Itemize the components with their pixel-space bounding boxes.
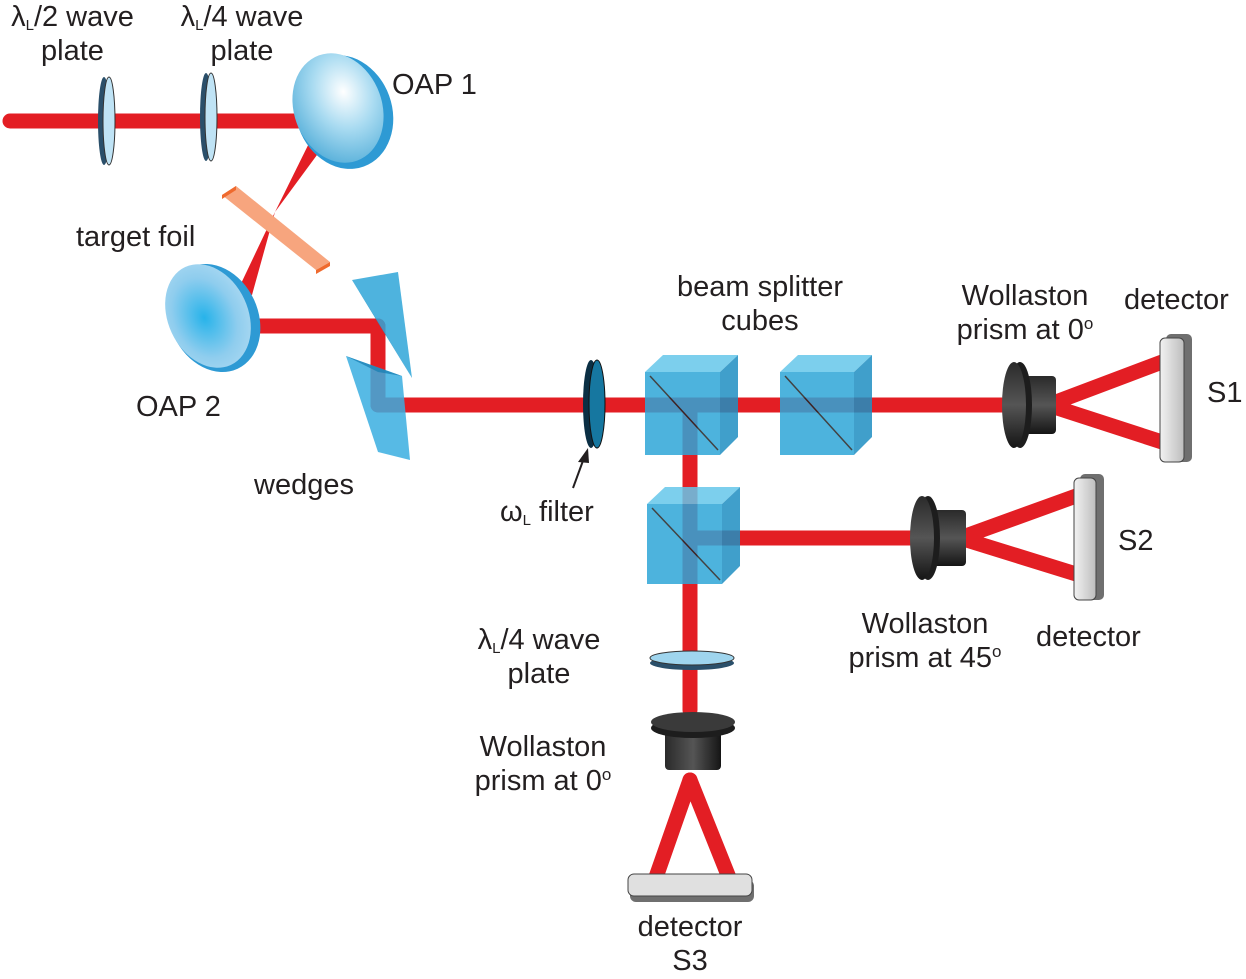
- beam-s2-upper: [952, 488, 1084, 546]
- beam-s1-lower: [1040, 397, 1170, 450]
- qwp-bot-sub: L: [492, 640, 501, 657]
- label-detector-s2: detector: [1036, 621, 1141, 653]
- oap1-mirror: [292, 53, 394, 169]
- wedges: [346, 272, 412, 460]
- d3-name: S3: [672, 945, 708, 977]
- bs-line2: cubes: [721, 305, 799, 337]
- w3-sup: o: [601, 765, 612, 784]
- label-detector-s3: detector S3: [620, 910, 760, 978]
- wollaston-prism-s3: [651, 712, 735, 770]
- beam-s3-right: [682, 772, 738, 888]
- label-detector-s1: detector: [1124, 284, 1229, 316]
- label-oap2: OAP 2: [136, 391, 221, 423]
- hwp-rest: /2 wave: [33, 1, 134, 33]
- w1-line1: Wollaston: [961, 280, 1089, 312]
- hwp-symbol: λ: [11, 1, 26, 33]
- qwp-bot-symbol: λ: [477, 624, 493, 656]
- w3-line1: Wollaston: [479, 731, 607, 763]
- beam-splitter-cube-2: [780, 355, 872, 455]
- half-wave-plate: [98, 76, 116, 166]
- beam-s1-upper: [1040, 354, 1170, 413]
- qwp-top-symbol: λ: [180, 1, 196, 33]
- filter-symbol: ω: [500, 496, 523, 528]
- beam-focus-cone-2: [237, 212, 275, 295]
- label-oap1: OAP 1: [392, 69, 477, 101]
- filter-sub: L: [522, 512, 531, 529]
- quarter-wave-plate-bottom: [649, 650, 735, 670]
- omega-filter: [583, 359, 606, 449]
- label-quarter-wave-plate-top: λL/4 wave plate: [168, 0, 316, 68]
- w3-line2: prism at 0: [474, 765, 602, 797]
- label-wollaston-s3: Wollaston prism at 0o: [458, 730, 628, 798]
- label-wollaston-s2: Wollaston prism at 45o: [830, 607, 1020, 675]
- oap2-mirror: [165, 263, 261, 373]
- label-beam-splitter-cubes: beam splitter cubes: [655, 270, 865, 338]
- label-target-foil: target foil: [76, 221, 196, 253]
- detector-s1: [1159, 334, 1192, 463]
- w1-line2: prism at 0: [956, 314, 1084, 346]
- label-quarter-wave-plate-bottom: λL/4 wave plate: [465, 623, 613, 691]
- qwp-top-line2: plate: [210, 35, 274, 67]
- w1-sup: o: [1083, 314, 1094, 333]
- detector-s3: [627, 873, 754, 902]
- filter-arrow: [572, 448, 589, 489]
- label-wollaston-s1: Wollaston prism at 0o: [940, 279, 1110, 347]
- label-half-wave-plate: λL/2 wave plate: [0, 0, 145, 68]
- filter-rest: filter: [531, 496, 594, 528]
- wollaston-prism-s1: [1002, 362, 1056, 448]
- hwp-sub: L: [25, 17, 34, 34]
- qwp-top-rest: /4 wave: [203, 1, 304, 33]
- beam-s3-left: [647, 772, 698, 888]
- beam-s2-lower: [952, 530, 1084, 582]
- beam-splitter-cube-3: [647, 487, 740, 584]
- qwp-top-sub: L: [195, 17, 204, 34]
- qwp-bot-rest: /4 wave: [500, 624, 601, 656]
- wollaston-prism-s2: [910, 496, 966, 580]
- w2-line2: prism at 45: [848, 642, 992, 674]
- label-s2: S2: [1118, 525, 1154, 557]
- target-foil: [222, 186, 330, 274]
- hwp-line2: plate: [41, 35, 104, 67]
- quarter-wave-plate-top: [200, 72, 218, 162]
- w2-line1: Wollaston: [861, 608, 989, 640]
- d3-line1: detector: [637, 911, 743, 943]
- bs-line1: beam splitter: [676, 271, 843, 303]
- qwp-bot-line2: plate: [507, 658, 571, 690]
- detector-s2: [1073, 474, 1104, 601]
- w2-sup: o: [991, 642, 1002, 661]
- label-s1: S1: [1207, 377, 1243, 409]
- beam-splitter-cube-1: [645, 355, 738, 455]
- label-omega-filter: ωL filter: [500, 495, 594, 529]
- label-wedges: wedges: [254, 469, 354, 501]
